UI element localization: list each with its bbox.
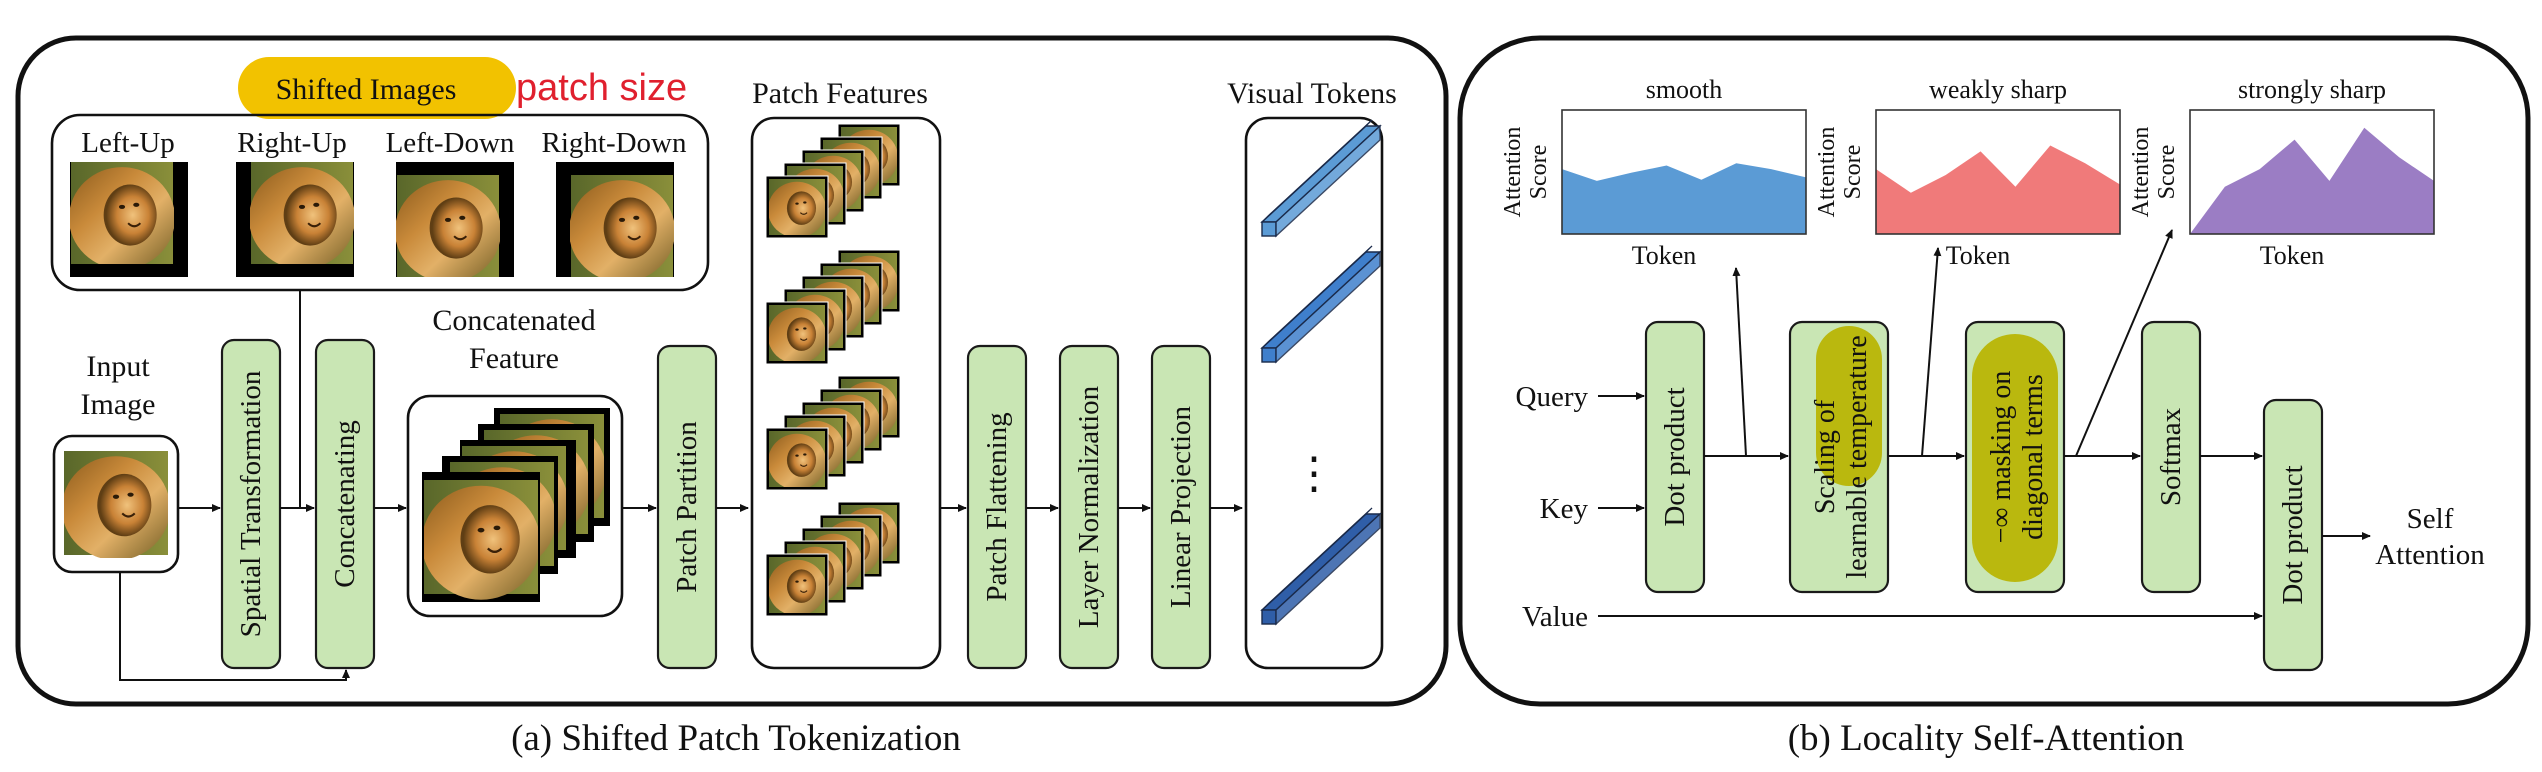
query-label: Query [1516,381,1589,413]
concatenated-feature-stack [422,408,610,602]
chart-title: weakly sharp [1929,75,2067,104]
input-image-frame [52,434,180,574]
chart-area [1876,145,2120,234]
patch-features-group [750,116,942,670]
tokens-ellipsis: ⋮ [1292,449,1336,498]
concatenated-feature-group [406,394,624,618]
masking-label-line1: −∞ masking on [1986,371,2017,544]
input-image [64,449,168,558]
key-label: Key [1540,493,1589,525]
dot-product-2-label: Dot product [2277,465,2309,604]
scaling-label-line1: Scaling of [1810,399,1841,514]
softmax-label: Softmax [2155,407,2187,506]
chart-frame [1561,109,1807,235]
spt-panel-frame [15,35,1449,707]
shift-label-right-down: Right-Down [542,127,688,159]
output-label-line1: Self [2407,503,2454,535]
output-label-line2: Attention [2375,539,2485,571]
spatial-transformation-block [220,338,282,670]
patch-stack-2 [765,249,901,365]
concatenated-feature-label-line2: Feature [469,342,559,375]
caption-left: (a) Shifted Patch Tokenization [511,718,961,759]
chart-area [1562,163,1806,234]
shift-label-right-up: Right-Up [237,127,347,159]
visual-token-3 [1260,507,1382,626]
visual-tokens-label: Visual Tokens [1227,77,1397,110]
patch-partition-label: Patch Partition [671,421,703,593]
patch-flattening-label: Patch Flattening [981,412,1013,601]
chart-xlabel: Token [2260,241,2325,270]
visual-token-2 [1260,245,1382,364]
patch-size-label: patch size [516,67,687,109]
layer-normalization-label: Layer Normalization [1073,385,1105,628]
patch-stack-3 [765,375,901,491]
linear-projection-label: Linear Projection [1165,405,1197,608]
spatial-transformation-label: Spatial Transformation [235,370,267,637]
scaling-highlight [1816,326,1882,486]
chart-ylabel-line1: Attention [1500,127,1526,218]
visual-tokens [1260,119,1382,626]
patch-stack-4 [765,501,901,617]
chart-ylabel-line2: Score [1840,145,1866,200]
masking-label-line2: diagonal terms [2018,374,2049,540]
lsa-panel-frame [1457,35,2531,707]
chart-title: smooth [1646,75,1723,104]
shifted-image-left-up [70,162,188,277]
masking-highlight [1972,334,2058,582]
input-image-label-line2: Image [81,388,156,421]
scaling-label-line2: learnable temperature [1842,335,1873,578]
concatenated-feature-label-line1: Concatenated [432,304,595,337]
visual-tokens-group [1244,116,1384,670]
concatenating-block [314,338,376,670]
shift-label-left-down: Left-Down [386,127,515,159]
shifted-image-right-up [236,162,354,277]
input-image-label-line1: Input [86,350,150,383]
chart-frame [2189,109,2435,235]
value-label: Value [1522,601,1588,633]
chart-ylabel-line2: Score [1526,145,1552,200]
chart-ylabel-line2: Score [2154,145,2180,200]
shifted-images-label: Shifted Images [276,73,457,106]
dot-product-1-label: Dot product [1659,387,1691,526]
chart-xlabel: Token [1946,241,2011,270]
shifted-images-highlight [238,57,516,119]
chart-area [2190,127,2434,234]
shifted-image-right-down [556,162,674,277]
concatenating-label: Concatenating [329,420,361,588]
chart-xlabel: Token [1632,241,1697,270]
patch-features-label: Patch Features [752,77,928,110]
chart-ylabel-line1: Attention [1814,127,1840,218]
chart-frame [1875,109,2121,235]
patch-feature-stacks [765,123,901,617]
patch-stack-1 [765,123,901,239]
chart-title: strongly sharp [2238,75,2386,104]
visual-token-1 [1260,119,1382,238]
shifted-images-group [50,113,710,292]
shift-label-left-up: Left-Up [81,127,174,159]
shifted-image-left-down [396,162,514,277]
caption-right: (b) Locality Self-Attention [1788,718,2185,759]
chart-ylabel-line1: Attention [2128,127,2154,218]
